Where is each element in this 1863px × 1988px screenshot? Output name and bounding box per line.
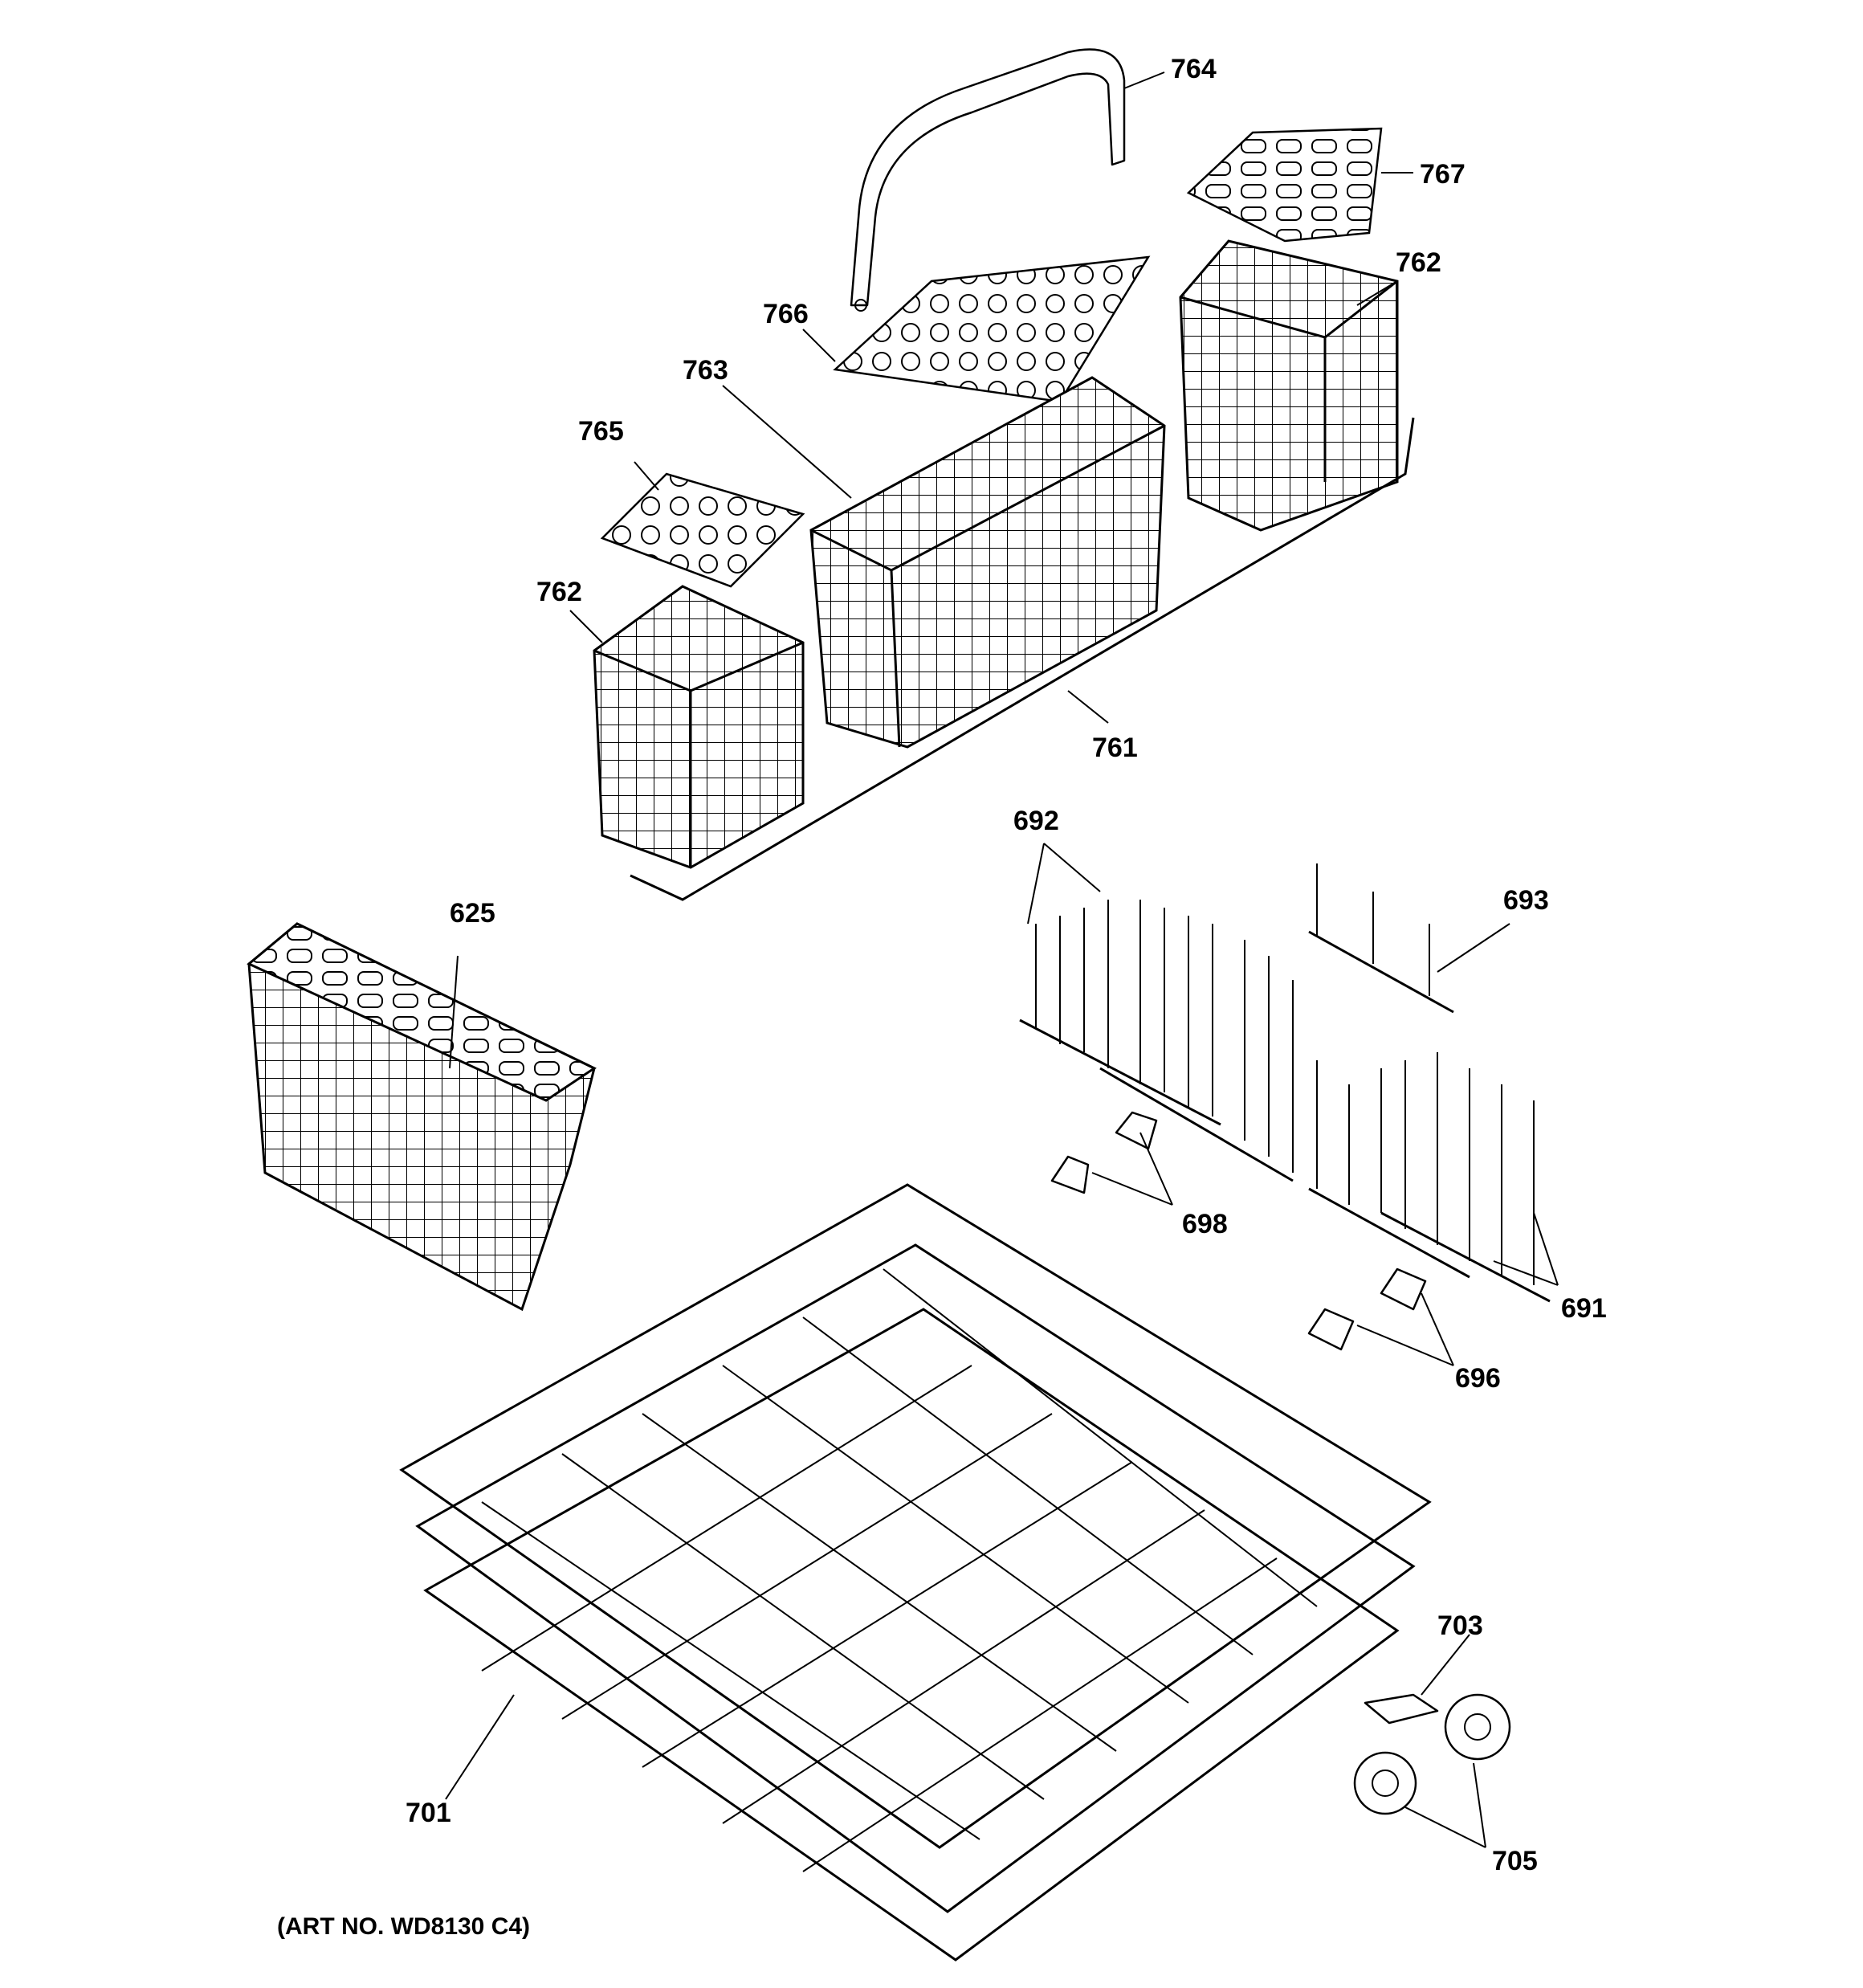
clips-698 <box>1050 1111 1158 1194</box>
label-692: 692 <box>1013 806 1059 836</box>
label-762-right: 762 <box>1396 247 1441 278</box>
lid-766 <box>833 255 1151 403</box>
wheels-705 <box>1353 1693 1511 1815</box>
label-765: 765 <box>578 416 624 447</box>
tines-693 <box>1308 863 1454 1014</box>
label-767: 767 <box>1420 159 1466 190</box>
label-763: 763 <box>683 355 728 386</box>
handle-764 <box>850 48 1126 312</box>
tines-692 <box>1019 900 1294 1182</box>
tines-691 <box>1308 1052 1551 1303</box>
label-625: 625 <box>450 898 495 929</box>
basket-763 <box>809 376 1166 749</box>
label-701: 701 <box>406 1798 451 1828</box>
art-number-caption: (ART NO. WD8130 C4) <box>277 1913 530 1940</box>
axle-703 <box>1364 1693 1439 1725</box>
basket-762-left <box>593 585 805 869</box>
lid-767 <box>1186 127 1383 243</box>
leader-lines <box>445 71 1559 1848</box>
label-764: 764 <box>1171 54 1217 84</box>
part-labels: 764 767 762 766 763 765 762 761 625 692 … <box>406 54 1607 1876</box>
label-761: 761 <box>1092 733 1138 763</box>
label-705: 705 <box>1492 1846 1538 1876</box>
label-766: 766 <box>763 299 809 329</box>
clips-696 <box>1307 1268 1427 1351</box>
bracket-761 <box>630 417 1415 901</box>
lower-rack-701 <box>399 1183 1432 1961</box>
label-762-left: 762 <box>536 577 582 607</box>
lid-765 <box>600 472 805 588</box>
basket-625 <box>247 922 597 1312</box>
label-703: 703 <box>1437 1610 1483 1641</box>
label-691: 691 <box>1561 1293 1607 1324</box>
label-693: 693 <box>1503 885 1549 916</box>
basket-762-right <box>1179 239 1399 532</box>
label-698: 698 <box>1182 1209 1228 1239</box>
label-696: 696 <box>1455 1363 1501 1394</box>
